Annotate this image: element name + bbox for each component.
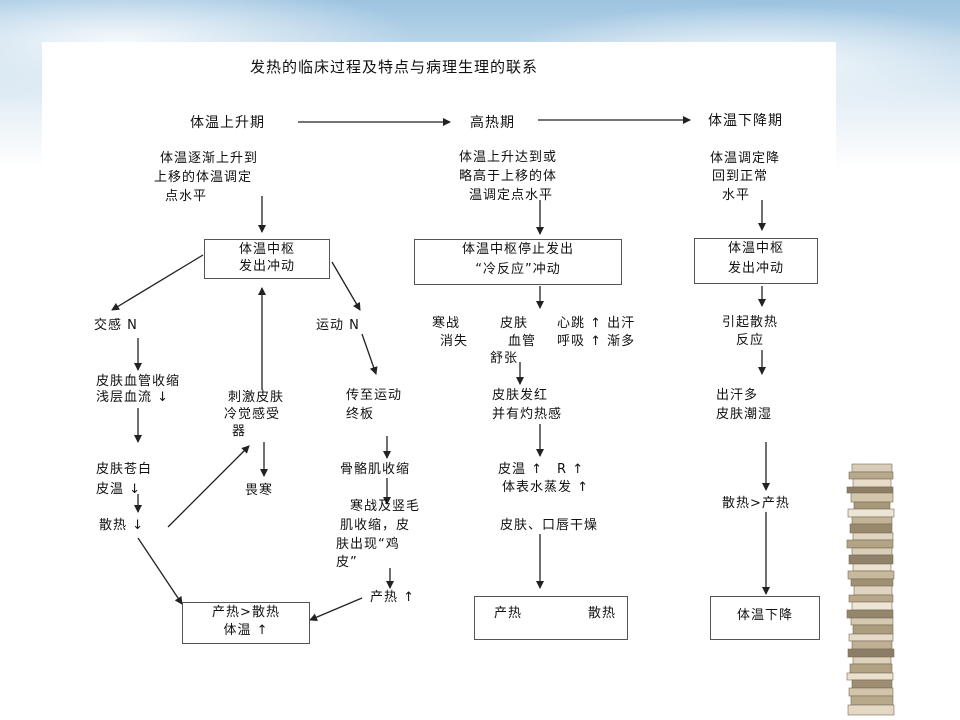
skin-temp-resp: 皮温 ↑ R ↑ xyxy=(498,462,585,477)
rising-result-line-1: 产热>散热 xyxy=(212,605,280,620)
heart-sweat-1: 心跳 ↑ 出汗 xyxy=(557,316,636,331)
high-balance-box xyxy=(474,596,628,640)
arrow-rising-3 xyxy=(331,261,361,311)
rising-result-box: 产热>散热 体温 ↑ xyxy=(182,602,310,644)
shiver-4: 皮” xyxy=(336,555,358,570)
shiver-1: 寒战及竖毛 xyxy=(350,499,421,514)
skin-vessel-3: 舒张 xyxy=(490,351,519,366)
stimulate-1: 刺激皮肤 xyxy=(228,390,285,405)
phase-falling: 体温下降期 xyxy=(708,113,783,129)
vasoconstriction-2: 浅层血流 ↓ xyxy=(96,390,170,405)
phase-rising: 体温上升期 xyxy=(190,115,265,131)
fall-center-line-1: 体温中枢 xyxy=(727,241,784,256)
heart-sweat-2: 呼吸 ↑ 渐多 xyxy=(557,334,636,349)
fall-result-box: 体温下降 xyxy=(710,596,820,640)
high-center-line-2: “冷反应”冲动 xyxy=(475,262,561,277)
rising-intro-3: 点水平 xyxy=(165,189,208,204)
arrow-rising-15 xyxy=(309,597,363,621)
shiver-gone-2: 消失 xyxy=(440,334,469,349)
rising-center-box: 体温中枢 发出冲动 xyxy=(204,239,330,279)
fall-intro-1: 体温调定降 xyxy=(710,151,781,166)
sympathetic-nerve: 交感 N xyxy=(94,318,138,333)
muscle-contract: 骨骼肌收缩 xyxy=(340,462,411,477)
phase-high: 高热期 xyxy=(470,115,515,131)
shiver-feel: 畏寒 xyxy=(245,483,274,498)
fall-balance: 散热>产热 xyxy=(722,496,790,511)
balance-heat-production: 产热 xyxy=(494,606,523,621)
rising-center-line-2: 发出冲动 xyxy=(238,259,295,274)
fall-result-text: 体温下降 xyxy=(736,608,793,623)
vasoconstriction-1: 皮肤血管收缩 xyxy=(96,374,181,389)
shiver-3: 肤出现“鸡 xyxy=(336,537,400,552)
skin-vessel-1: 皮肤 xyxy=(500,316,529,331)
arrow-rising-2 xyxy=(111,254,204,311)
heat-prod-up: 产热 ↑ xyxy=(370,590,416,605)
book-stack-image xyxy=(846,463,895,716)
flush-2: 并有灼热感 xyxy=(492,407,563,422)
rising-intro-1: 体温逐渐上升到 xyxy=(160,151,259,166)
sweat-1: 出汗多 xyxy=(716,388,759,403)
high-intro-3: 温调定点水平 xyxy=(469,188,554,203)
shiver-gone-1: 寒战 xyxy=(432,316,461,331)
dissipate-1: 引起散热 xyxy=(722,315,779,330)
high-intro-2: 略高于上移的体 xyxy=(459,169,558,184)
heat-loss-down: 散热 ↓ xyxy=(99,518,145,533)
arrow-rising-11 xyxy=(361,333,378,375)
sweat-2: 皮肤潮湿 xyxy=(716,407,773,422)
fall-intro-3: 水平 xyxy=(722,188,751,203)
surface-evaporation: 体表水蒸发 ↑ xyxy=(502,480,590,495)
balance-heat-loss: 散热 xyxy=(588,606,617,621)
flush-1: 皮肤发红 xyxy=(492,388,549,403)
motor-nerve: 运动 N xyxy=(316,318,360,333)
dry-skin-lips: 皮肤、口唇干燥 xyxy=(500,518,599,533)
high-center-line-1: 体温中枢停止发出 xyxy=(461,242,574,257)
rising-result-line-2: 体温 ↑ xyxy=(223,623,269,638)
high-intro-1: 体温上升达到或 xyxy=(459,150,558,165)
pale-1: 皮肤苍白 xyxy=(96,462,153,477)
fall-center-box: 体温中枢 发出冲动 xyxy=(694,238,818,284)
stimulate-3: 器 xyxy=(232,424,247,439)
stimulate-2: 冷觉感受 xyxy=(224,407,281,422)
skin-vessel-2: 血管 xyxy=(508,334,537,349)
high-center-box: 体温中枢停止发出 “冷反应”冲动 xyxy=(414,239,622,285)
rising-intro-2: 上移的体温调定 xyxy=(154,170,253,185)
dissipate-2: 反应 xyxy=(736,333,765,348)
pale-2: 皮温 ↓ xyxy=(96,482,142,497)
fall-center-line-2: 发出冲动 xyxy=(727,261,784,276)
slide-panel xyxy=(42,42,836,654)
fall-intro-2: 回到正常 xyxy=(712,169,769,184)
rising-center-line-1: 体温中枢 xyxy=(238,242,295,257)
diagram-title: 发热的临床过程及特点与病理生理的联系 xyxy=(250,58,539,76)
endplate-2: 终板 xyxy=(346,407,375,422)
shiver-2: 肌收缩，皮 xyxy=(340,518,411,533)
arrow-rising-7 xyxy=(167,445,250,528)
arrow-rising-10 xyxy=(137,537,183,605)
endplate-1: 传至运动 xyxy=(346,388,403,403)
